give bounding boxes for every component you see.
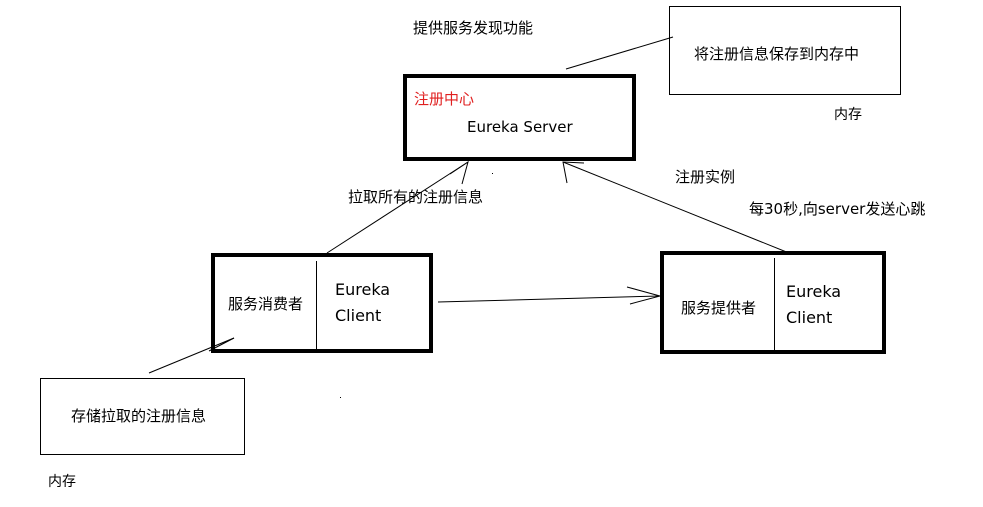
consumer-client-line1: Eureka xyxy=(335,280,391,299)
call-arrowhead xyxy=(626,286,662,305)
server-memory-label: 内存 xyxy=(834,107,862,123)
consumer-memory-label: 内存 xyxy=(48,474,76,490)
consumer-client-line2: Client xyxy=(335,306,382,325)
pull-arrowhead xyxy=(449,160,469,185)
register-connector-line xyxy=(562,161,790,254)
register-label: 注册实例 xyxy=(675,168,736,186)
registry-tag: 注册中心 xyxy=(414,90,475,108)
provider-client-line1: Eureka xyxy=(786,282,842,301)
consumer-memory-box: 存储拉取的注册信息 xyxy=(40,378,245,455)
server-memory-note: 将注册信息保存到内存中 xyxy=(694,45,860,63)
provider-name: 服务提供者 xyxy=(681,299,757,317)
consumer-memory-note: 存储拉取的注册信息 xyxy=(71,407,207,425)
memory-connector-line xyxy=(565,36,674,70)
eureka-server-name: Eureka Server xyxy=(467,118,573,136)
eureka-server-box: 注册中心 Eureka Server xyxy=(403,74,636,161)
service-provider-box: 服务提供者 Eureka Client xyxy=(660,251,886,354)
call-connector-line xyxy=(437,295,661,303)
pull-connector-line xyxy=(326,161,469,254)
server-memory-box: 将注册信息保存到内存中 xyxy=(669,6,901,95)
consumer-memory-connector-line xyxy=(148,337,235,374)
heartbeat-label: 每30秒,向server发送心跳 xyxy=(749,200,926,218)
consumer-divider xyxy=(316,261,317,349)
service-consumer-box: 服务消费者 Eureka Client xyxy=(211,253,433,353)
register-arrowhead xyxy=(562,161,585,184)
provider-client-line2: Client xyxy=(786,308,833,327)
provider-divider xyxy=(774,258,775,353)
function-note-label: 提供服务发现功能 xyxy=(413,19,534,37)
pull-label: 拉取所有的注册信息 xyxy=(348,188,484,206)
consumer-name: 服务消费者 xyxy=(228,295,304,313)
stray-dot xyxy=(492,173,493,174)
stray-dot-2 xyxy=(340,397,341,398)
